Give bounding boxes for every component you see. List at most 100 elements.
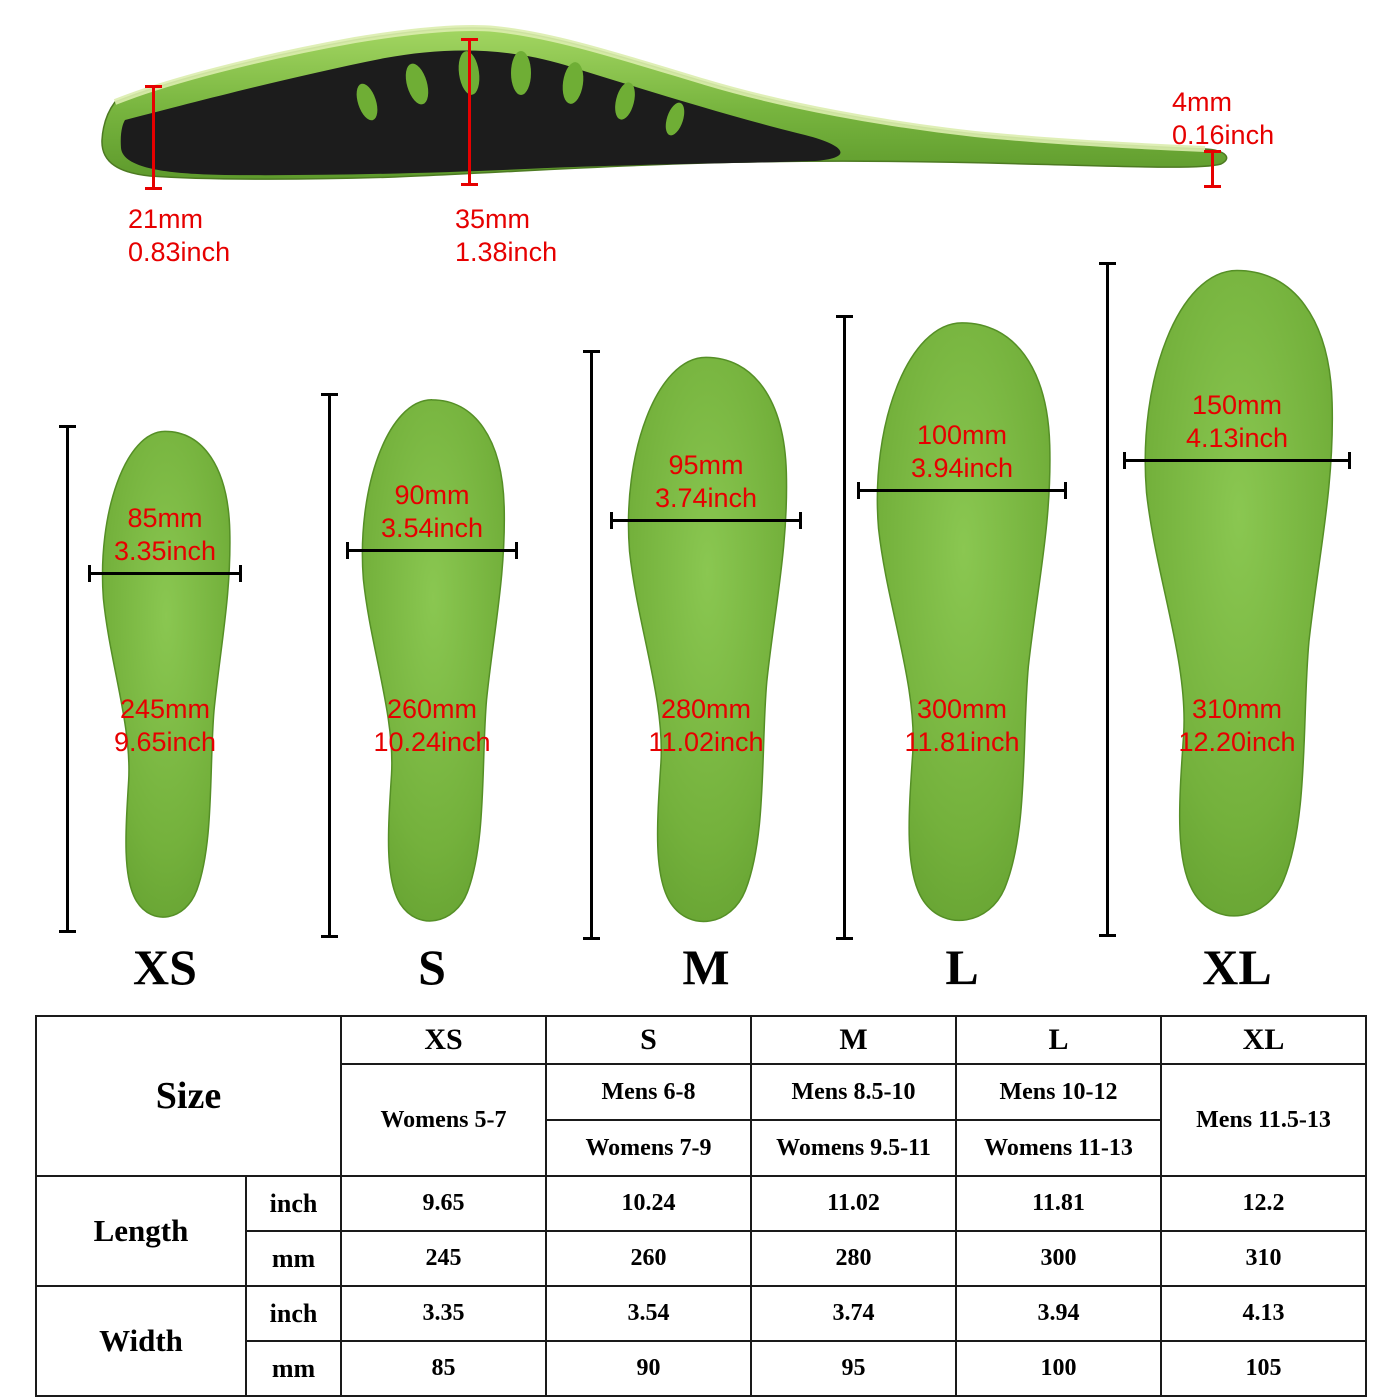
insole-top-view-s — [360, 398, 507, 923]
length-mm-xl: 310 — [1160, 1230, 1367, 1287]
fit-cell-m-womens: Womens 9.5-11 — [750, 1119, 957, 1177]
fit-cell-s-mens: Mens 6-8 — [545, 1063, 752, 1121]
measure-value-inch: 3.54inch — [380, 513, 484, 543]
toe-height-measure-line — [1204, 150, 1221, 188]
width-mm-s: 90 — [545, 1340, 752, 1397]
width-label-m: 95mm 3.74inch — [636, 449, 776, 515]
measure-value-inch: 10.24inch — [373, 727, 491, 757]
measure-value-mm: 245mm — [119, 694, 211, 724]
width-measure-line-s — [346, 542, 518, 559]
measure-value-mm: 300mm — [916, 694, 1008, 724]
side-profile-top-edge — [113, 25, 1206, 152]
size-spec-table: Size XS S M L XL Womens 5-7 Mens 6-8 Men… — [35, 1015, 1367, 1397]
insole-top-view-l — [875, 320, 1052, 923]
size-letter-xl: XL — [1202, 939, 1272, 995]
toe-height-label: 4mm 0.16inch — [1172, 86, 1274, 152]
measure-value-mm: 150mm — [1191, 390, 1283, 420]
table-col-header-xl: XL — [1160, 1015, 1367, 1065]
length-label-l: 300mm 11.81inch — [882, 693, 1042, 759]
width-mm-xs: 85 — [340, 1340, 547, 1397]
arch-height-label: 35mm 1.38inch — [455, 203, 557, 269]
width-label-s: 90mm 3.54inch — [362, 479, 502, 545]
width-measure-line-m — [610, 512, 802, 529]
width-inch-s: 3.54 — [545, 1285, 752, 1342]
measure-value-inch: 3.94inch — [910, 453, 1014, 483]
measure-value-inch: 12.20inch — [1178, 727, 1296, 757]
size-letter-xs: XS — [133, 939, 197, 995]
measure-value-inch: 0.83inch — [128, 237, 231, 267]
table-col-header-s: S — [545, 1015, 752, 1065]
length-measure-line-l — [836, 315, 853, 940]
insole-top-view-m — [626, 355, 789, 924]
fit-cell-s-womens: Womens 7-9 — [545, 1119, 752, 1177]
table-col-header-xs: XS — [340, 1015, 547, 1065]
width-inch-xs: 3.35 — [340, 1285, 547, 1342]
table-col-header-l: L — [955, 1015, 1162, 1065]
measure-value-mm: 280mm — [660, 694, 752, 724]
measure-value-mm: 95mm — [668, 450, 744, 480]
length-label-s: 260mm 10.24inch — [352, 693, 512, 759]
fit-cell-xs: Womens 5-7 — [340, 1063, 547, 1177]
width-inch-l: 3.94 — [955, 1285, 1162, 1342]
width-mm-xl: 105 — [1160, 1340, 1367, 1397]
vent-holes — [356, 51, 685, 136]
fit-cell-m-mens: Mens 8.5-10 — [750, 1063, 957, 1121]
side-profile-arch-support — [120, 50, 841, 176]
length-measure-line-xl — [1099, 262, 1116, 937]
fit-cell-xl: Mens 11.5-13 — [1160, 1063, 1367, 1177]
size-letter-l: L — [945, 939, 979, 995]
length-label-xs: 245mm 9.65inch — [95, 693, 235, 759]
measure-value-mm: 260mm — [386, 694, 478, 724]
width-inch-m: 3.74 — [750, 1285, 957, 1342]
table-width-label: Width — [35, 1285, 247, 1397]
length-inch-xs: 9.65 — [340, 1175, 547, 1232]
fit-cell-l-womens: Womens 11-13 — [955, 1119, 1162, 1177]
size-letter-m: M — [682, 939, 730, 995]
length-mm-xs: 245 — [340, 1230, 547, 1287]
width-mm-l: 100 — [955, 1340, 1162, 1397]
length-measure-line-s — [321, 393, 338, 938]
width-measure-line-xs — [88, 565, 242, 582]
measure-value-inch: 11.02inch — [648, 727, 764, 757]
width-inch-unit: inch — [245, 1285, 342, 1342]
measure-value-inch: 4.13inch — [1185, 423, 1289, 453]
measure-value-inch: 11.81inch — [904, 727, 1020, 757]
measure-value-inch: 0.16inch — [1172, 120, 1275, 150]
insole-top-view-xl — [1121, 262, 1353, 937]
length-measure-line-xs — [59, 425, 76, 933]
fit-cell-l-mens: Mens 10-12 — [955, 1063, 1162, 1121]
size-letter-s: S — [418, 939, 446, 995]
measure-value-inch: 3.74inch — [654, 483, 758, 513]
table-col-header-m: M — [750, 1015, 957, 1065]
length-mm-s: 260 — [545, 1230, 752, 1287]
measure-value-inch: 3.35inch — [113, 536, 217, 566]
length-inch-l: 11.81 — [955, 1175, 1162, 1232]
width-measure-line-l — [857, 482, 1067, 499]
measure-value-mm: 4mm — [1172, 87, 1232, 117]
width-mm-unit: mm — [245, 1340, 342, 1397]
length-label-xl: 310mm 12.20inch — [1157, 693, 1317, 759]
measure-value-inch: 1.38inch — [455, 237, 558, 267]
length-inch-s: 10.24 — [545, 1175, 752, 1232]
measure-value-mm: 35mm — [455, 204, 531, 234]
heel-height-measure-line — [145, 85, 162, 190]
length-label-m: 280mm 11.02inch — [626, 693, 786, 759]
measure-value-mm: 90mm — [394, 480, 470, 510]
length-mm-m: 280 — [750, 1230, 957, 1287]
width-inch-xl: 4.13 — [1160, 1285, 1367, 1342]
width-label-xl: 150mm 4.13inch — [1167, 389, 1307, 455]
length-mm-l: 300 — [955, 1230, 1162, 1287]
measure-value-mm: 21mm — [128, 204, 204, 234]
arch-height-measure-line — [461, 38, 478, 186]
length-mm-unit: mm — [245, 1230, 342, 1287]
insole-side-profile — [101, 25, 1228, 180]
width-mm-m: 95 — [750, 1340, 957, 1397]
length-inch-m: 11.02 — [750, 1175, 957, 1232]
width-measure-line-xl — [1123, 452, 1351, 469]
measure-value-inch: 9.65inch — [113, 727, 217, 757]
measure-value-mm: 310mm — [1191, 694, 1283, 724]
measure-value-mm: 100mm — [916, 420, 1008, 450]
heel-height-label: 21mm 0.83inch — [128, 203, 230, 269]
measure-value-mm: 85mm — [127, 503, 203, 533]
table-size-header: Size — [35, 1015, 342, 1177]
